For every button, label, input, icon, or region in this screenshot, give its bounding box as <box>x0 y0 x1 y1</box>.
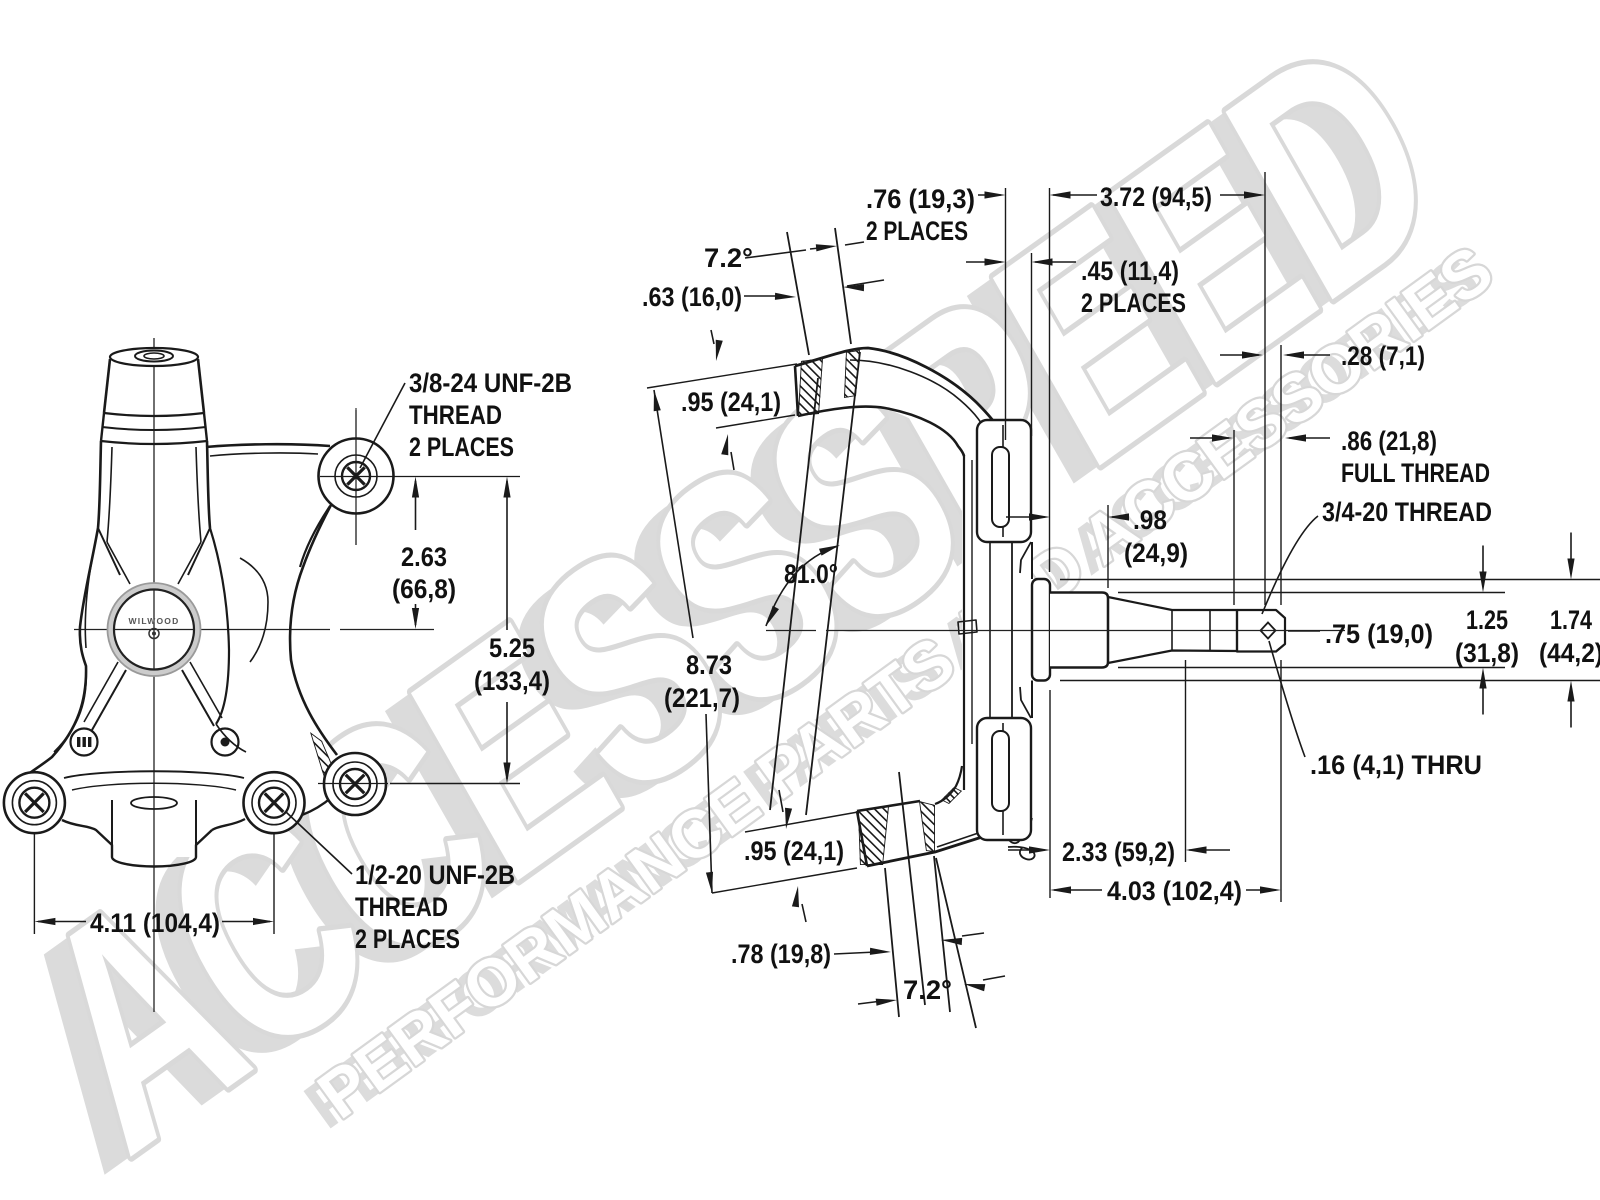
svg-text:4.11 (104,4): 4.11 (104,4) <box>90 908 220 938</box>
svg-text:(31,8): (31,8) <box>1455 638 1519 668</box>
svg-text:.95 (24,1): .95 (24,1) <box>744 836 844 866</box>
svg-text:.78 (19,8): .78 (19,8) <box>731 939 831 969</box>
svg-text:(24,9): (24,9) <box>1124 538 1188 568</box>
svg-text:2 PLACES: 2 PLACES <box>355 924 460 954</box>
svg-text:2 PLACES: 2 PLACES <box>1081 288 1186 318</box>
svg-text:.86 (21,8): .86 (21,8) <box>1341 426 1437 456</box>
svg-text:.45 (11,4): .45 (11,4) <box>1081 256 1179 286</box>
svg-text:.63 (16,0): .63 (16,0) <box>642 282 742 312</box>
svg-text:(133,4): (133,4) <box>474 666 550 696</box>
svg-text:(221,7): (221,7) <box>664 683 740 713</box>
svg-text:2.63: 2.63 <box>401 542 447 572</box>
svg-text:3/4-20 THREAD: 3/4-20 THREAD <box>1322 497 1492 527</box>
svg-text:1/2-20 UNF-2B: 1/2-20 UNF-2B <box>355 860 515 890</box>
svg-text:81.0°: 81.0° <box>784 559 838 589</box>
svg-text:.98: .98 <box>1133 505 1167 535</box>
svg-text:.75 (19,0): .75 (19,0) <box>1325 619 1433 649</box>
svg-text:7.2°: 7.2° <box>903 975 952 1005</box>
svg-text:(66,8): (66,8) <box>392 574 456 604</box>
svg-text:.28 (7,1): .28 (7,1) <box>1341 341 1425 371</box>
svg-text:THREAD: THREAD <box>355 892 448 922</box>
svg-text:3/8-24 UNF-2B: 3/8-24 UNF-2B <box>409 368 572 398</box>
svg-text:1.74: 1.74 <box>1550 605 1592 635</box>
svg-text:5.25: 5.25 <box>489 633 535 663</box>
svg-text:4.03 (102,4): 4.03 (102,4) <box>1107 876 1242 906</box>
svg-text:2 PLACES: 2 PLACES <box>866 216 968 246</box>
svg-text:8.73: 8.73 <box>686 650 732 680</box>
svg-text:(44,2): (44,2) <box>1539 638 1600 668</box>
svg-text:1.25: 1.25 <box>1466 605 1508 635</box>
svg-text:WILWOOD: WILWOOD <box>129 616 180 626</box>
svg-text:2.33 (59,2): 2.33 (59,2) <box>1062 837 1175 867</box>
svg-text:THREAD: THREAD <box>409 400 502 430</box>
svg-text:.95 (24,1): .95 (24,1) <box>681 387 781 417</box>
svg-text:2 PLACES: 2 PLACES <box>409 432 514 462</box>
svg-text:7.2°: 7.2° <box>704 243 753 273</box>
svg-text:.76 (19,3): .76 (19,3) <box>866 184 975 214</box>
svg-text:.16 (4,1) THRU: .16 (4,1) THRU <box>1310 750 1482 780</box>
svg-text:3.72 (94,5): 3.72 (94,5) <box>1100 182 1212 212</box>
svg-text:FULL THREAD: FULL THREAD <box>1341 458 1490 488</box>
